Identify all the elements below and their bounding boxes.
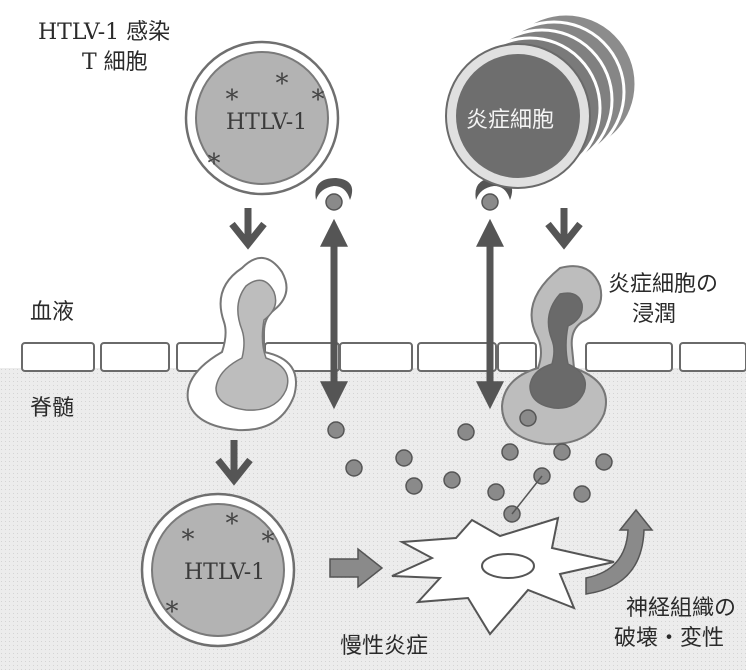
- infiltration-label-line1: 炎症細胞の: [608, 270, 718, 300]
- virus-label-top: HTLV-1: [226, 108, 307, 138]
- star-icon: *: [182, 525, 195, 555]
- down-chevron-arrow: [548, 208, 580, 244]
- infected-t-cell-label-line1: HTLV-1 感染: [38, 18, 170, 48]
- infiltration-label-line2: 浸潤: [632, 300, 676, 330]
- inflammatory-cells-stack: [446, 14, 636, 188]
- chemokine-dot: [502, 444, 518, 460]
- chemokine-dot: [596, 454, 612, 470]
- chemokine-dot: [488, 484, 504, 500]
- star-icon: *: [262, 527, 275, 557]
- star-icon: *: [312, 85, 325, 115]
- chemokine-dot: [326, 194, 342, 210]
- chemokine-dot: [328, 422, 344, 438]
- nerve-damage-label-line2: 破壊・変性: [614, 624, 724, 654]
- chemokine-dot: [482, 194, 498, 210]
- chemokine-dot: [554, 444, 570, 460]
- chemokine-dot: [458, 424, 474, 440]
- nerve-damage-label-line1: 神経組織の: [626, 594, 736, 624]
- wall-tile: [586, 343, 672, 371]
- inflammatory-cell-label: 炎症細胞: [466, 106, 554, 136]
- chemokine-dot: [396, 450, 412, 466]
- wall-tile: [22, 343, 94, 371]
- chemokine-dot: [574, 486, 590, 502]
- wall-tile: [418, 343, 496, 371]
- wall-tile: [101, 343, 169, 371]
- wall-tile: [498, 343, 536, 371]
- chemokine-dot: [444, 472, 460, 488]
- star-icon: *: [166, 597, 179, 627]
- wall-tile: [340, 343, 412, 371]
- down-chevron-arrow: [232, 208, 264, 244]
- chemokine-dot: [520, 410, 536, 426]
- infected-t-cell-label-line2: T 細胞: [82, 48, 148, 78]
- virus-label-bottom: HTLV-1: [184, 558, 265, 588]
- vessel-wall: [22, 343, 746, 371]
- chemokine-dot: [406, 478, 422, 494]
- star-icon: *: [226, 509, 239, 539]
- star-icon: *: [276, 69, 289, 99]
- chemokine-dot: [346, 460, 362, 476]
- chronic-inflammation-label: 慢性炎症: [340, 632, 428, 662]
- blood-label: 血液: [30, 298, 74, 328]
- star-icon: *: [208, 149, 221, 179]
- wall-tile: [680, 343, 746, 371]
- spinal-cord-label: 脊髄: [30, 394, 74, 424]
